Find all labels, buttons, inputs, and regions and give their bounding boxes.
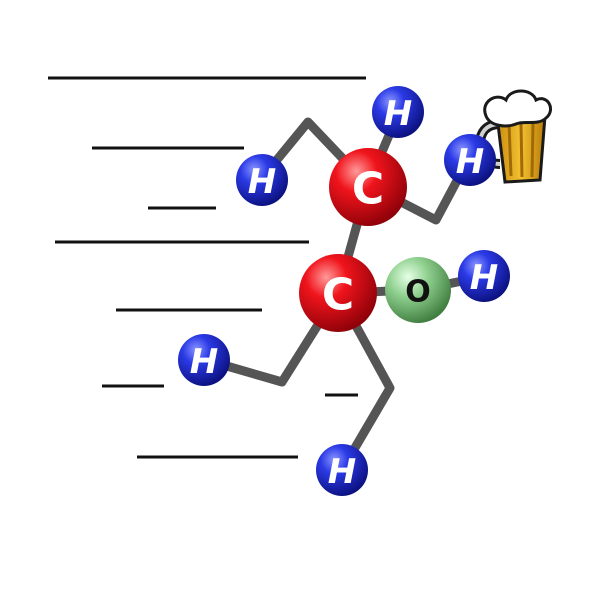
atom-label: C xyxy=(352,164,384,215)
atom-label: H xyxy=(328,452,356,492)
atom-label: O xyxy=(405,275,431,310)
speed-lines xyxy=(48,76,366,459)
atom-hydrogen-hydroxyl: H xyxy=(458,250,510,302)
atom-label: C xyxy=(322,270,354,321)
atom-hydrogen-left-arm: H xyxy=(236,154,288,206)
atom-carbon-upper: C xyxy=(329,148,407,226)
atom-hydrogen-top: H xyxy=(372,86,424,138)
atom-oxygen: O xyxy=(385,257,451,323)
atom-label: H xyxy=(190,342,218,382)
atom-hydrogen-right-arm: H xyxy=(444,134,496,186)
atom-label: H xyxy=(470,258,498,298)
atom-label: H xyxy=(248,162,276,202)
atom-label: H xyxy=(456,142,484,182)
atom-label: H xyxy=(384,94,412,134)
atom-hydrogen-left-leg: H xyxy=(178,334,230,386)
atom-carbon-lower: C xyxy=(299,254,377,332)
atom-hydrogen-right-leg: H xyxy=(316,444,368,496)
